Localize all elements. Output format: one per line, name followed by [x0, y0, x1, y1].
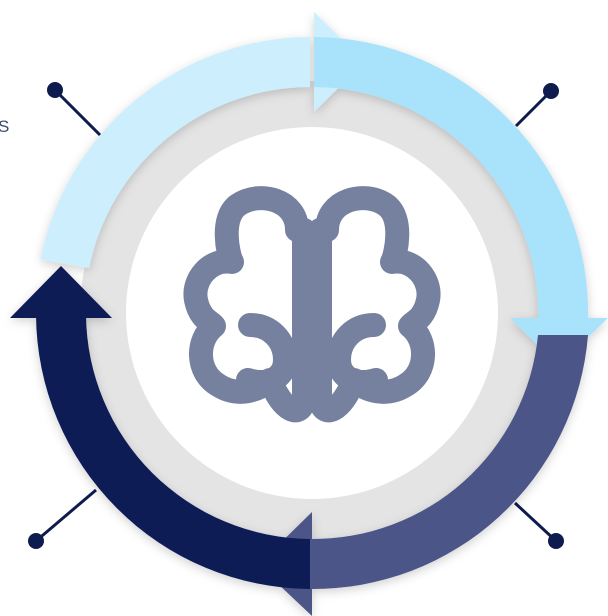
connectors — [28, 82, 564, 549]
arrow-segment-right — [314, 37, 589, 320]
arrowhead-bottom-left — [10, 266, 112, 318]
connector-dot-top-right — [543, 83, 559, 99]
partial-label-text: S — [0, 117, 10, 136]
arrow-segment-bottom-right — [310, 335, 588, 590]
connector-bottom-left — [35, 488, 97, 543]
connector-dot-bottom-left — [28, 533, 44, 549]
arrow-segment-top — [40, 37, 310, 269]
connector-top-left — [53, 88, 102, 137]
arrow-segment-bottom-left — [36, 315, 310, 589]
brain-icon — [183, 186, 441, 423]
connector-dot-bottom-right — [548, 533, 564, 549]
connector-top-right — [514, 89, 553, 128]
connector-bottom-right — [513, 501, 558, 543]
connector-dot-top-left — [47, 82, 63, 98]
